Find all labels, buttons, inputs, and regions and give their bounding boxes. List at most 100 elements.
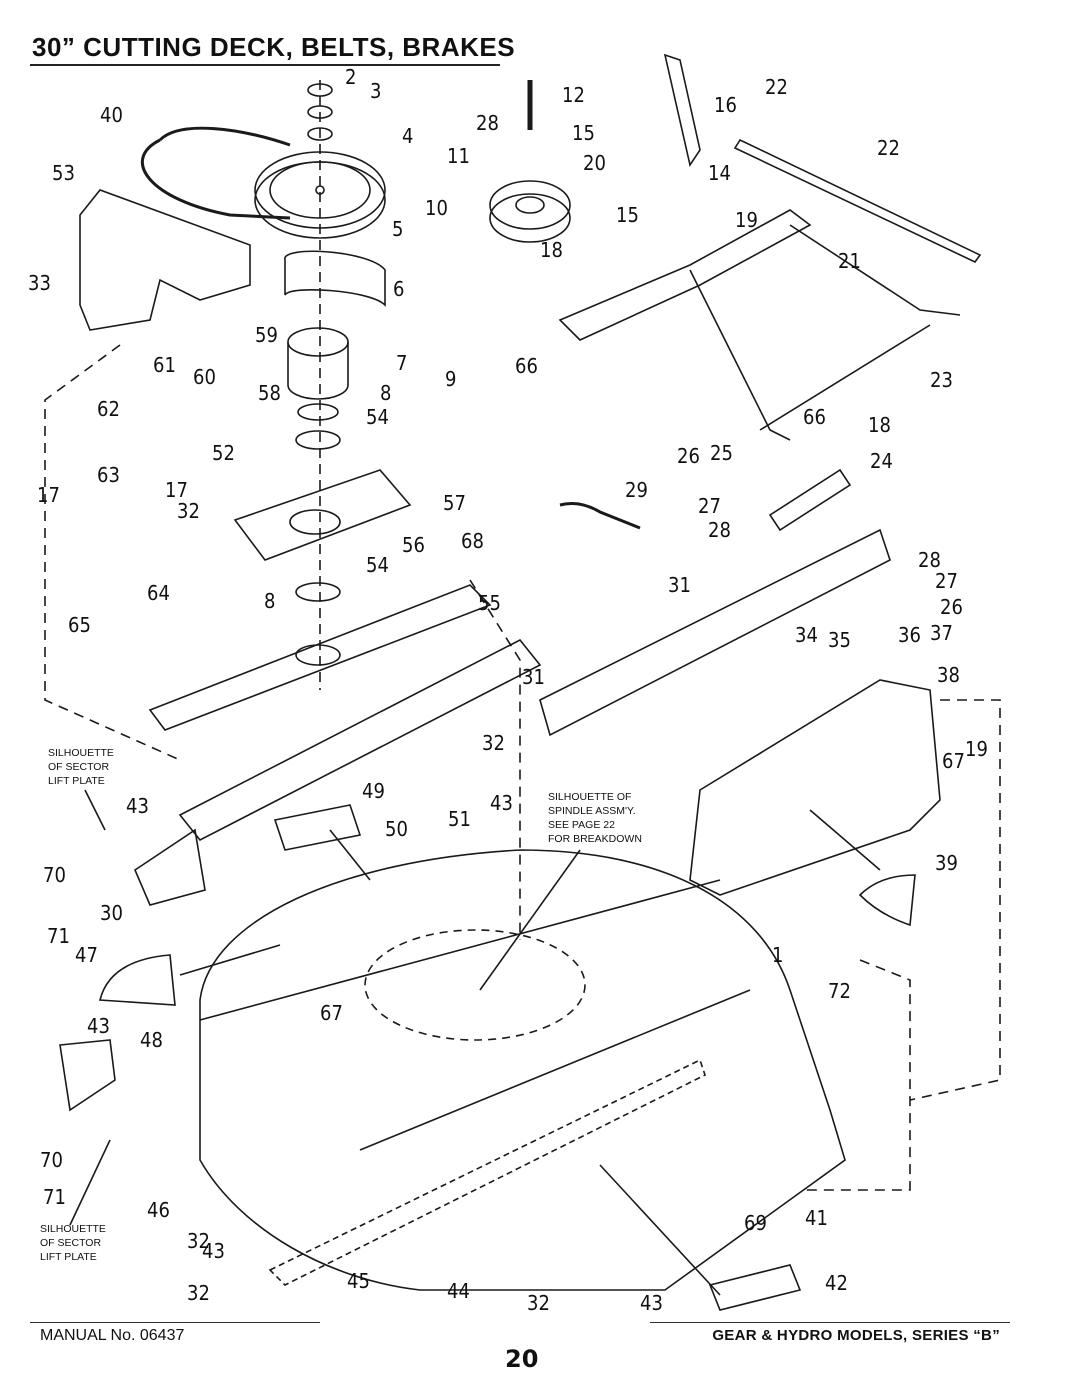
callout: 32: [527, 1291, 550, 1315]
callout: 24: [870, 449, 893, 473]
idler-pulley-11: [489, 180, 571, 243]
callout: 56: [402, 533, 425, 557]
callout: 28: [476, 111, 499, 135]
callout: 55: [478, 591, 501, 615]
hub-part: [287, 327, 349, 400]
side-channel-31b: [539, 528, 891, 737]
callout: 70: [40, 1148, 63, 1172]
decal-47-leader: [179, 944, 281, 976]
callout: 43: [490, 791, 513, 815]
callout: 39: [935, 851, 958, 875]
decal-39: [858, 874, 916, 927]
spindle-leader: [479, 849, 581, 991]
note-spindle: SILHOUETTE OF SPINDLE ASSM'Y. SEE PAGE 2…: [548, 791, 642, 845]
callout: 43: [87, 1014, 110, 1038]
callout: 32: [187, 1281, 210, 1305]
callout: 64: [147, 581, 170, 605]
note-sector-lower: SILHOUETTE OF SECTOR LIFT PLATE: [40, 1223, 106, 1263]
belt-cover-part: [79, 189, 251, 331]
callout: 51: [448, 807, 471, 831]
belt-part: [140, 126, 291, 220]
callout: 29: [625, 478, 648, 502]
callout: 15: [616, 203, 639, 227]
svg-text:SILHOUETTE: SILHOUETTE: [48, 747, 114, 759]
callout: 71: [47, 924, 70, 948]
routing-line-right: [800, 959, 911, 1191]
title-underline: [30, 64, 500, 66]
sector-leader-upper: [84, 789, 106, 831]
mounting-plate-56: [233, 469, 412, 561]
callout: 43: [202, 1239, 225, 1263]
callout: 35: [828, 628, 851, 652]
decal-42-leader: [599, 1164, 721, 1296]
callout: 3: [370, 79, 381, 103]
callout: 43: [640, 1291, 663, 1315]
callout: 40: [100, 103, 123, 127]
callout: 9: [445, 367, 456, 391]
svg-text:SILHOUETTE OF: SILHOUETTE OF: [548, 791, 631, 803]
svg-text:OF SECTOR: OF SECTOR: [48, 761, 109, 773]
callout: 10: [425, 196, 448, 220]
callout: 22: [877, 136, 900, 160]
callout: 2: [345, 65, 356, 89]
callout: 5: [392, 217, 403, 241]
callout: 32: [482, 731, 505, 755]
callout: 26: [677, 444, 700, 468]
callout: 7: [396, 351, 407, 375]
spring-29: [559, 502, 641, 530]
lift-rod-21: [733, 138, 982, 264]
callout: 65: [68, 613, 91, 637]
callout: 53: [52, 161, 75, 185]
callout: 38: [937, 663, 960, 687]
routing-line-center: [469, 579, 521, 940]
callout: 50: [385, 817, 408, 841]
callout: 59: [255, 323, 278, 347]
callout: 16: [714, 93, 737, 117]
callout: 15: [572, 121, 595, 145]
callout: 36: [898, 623, 921, 647]
callout: 30: [100, 901, 123, 925]
sector-leader-lower: [69, 1139, 111, 1226]
callout: 49: [362, 779, 385, 803]
callout: 27: [935, 569, 958, 593]
note-sector-upper: SILHOUETTE OF SECTOR LIFT PLATE: [48, 747, 114, 787]
svg-text:SEE PAGE 22: SEE PAGE 22: [548, 819, 615, 831]
callout: 62: [97, 397, 120, 421]
link-24: [768, 468, 852, 532]
callout: 14: [708, 161, 731, 185]
callout: 17: [165, 478, 188, 502]
callout: 8: [380, 381, 391, 405]
callout: 28: [918, 548, 941, 572]
callout: 21: [838, 249, 861, 273]
callout: 41: [805, 1206, 828, 1230]
svg-text:SPINDLE ASSM'Y.: SPINDLE ASSM'Y.: [548, 805, 636, 817]
callout: 28: [708, 518, 731, 542]
callout: 11: [447, 144, 470, 168]
callout: 32: [187, 1229, 210, 1253]
manual-number: MANUAL No. 06437: [40, 1327, 185, 1344]
callout: 17: [37, 483, 60, 507]
callout: 12: [562, 83, 585, 107]
callout: 18: [540, 238, 563, 262]
callout: 68: [461, 529, 484, 553]
discharge-chute-38: [689, 679, 941, 896]
callout: 43: [126, 794, 149, 818]
brake-band-part: [284, 250, 386, 307]
callout: 31: [522, 665, 545, 689]
mower-deck-1: [199, 849, 846, 1291]
model-series: GEAR & HYDRO MODELS, SERIES “B”: [712, 1327, 1000, 1344]
decal-49-leader: [329, 829, 371, 881]
svg-text:FOR BREAKDOWN: FOR BREAKDOWN: [548, 833, 642, 845]
footer-rule-left: [30, 1322, 320, 1323]
callout: 27: [698, 494, 721, 518]
callout: 63: [97, 463, 120, 487]
svg-text:LIFT PLATE: LIFT PLATE: [40, 1251, 97, 1263]
footer-rule-right: [650, 1322, 1010, 1323]
routing-line-left: [44, 344, 181, 761]
callout: 4: [402, 124, 413, 148]
brake-lever-16: [663, 53, 701, 167]
callout: 20: [583, 151, 606, 175]
blade-45: [268, 1058, 706, 1286]
page-number: 20: [505, 1345, 539, 1373]
